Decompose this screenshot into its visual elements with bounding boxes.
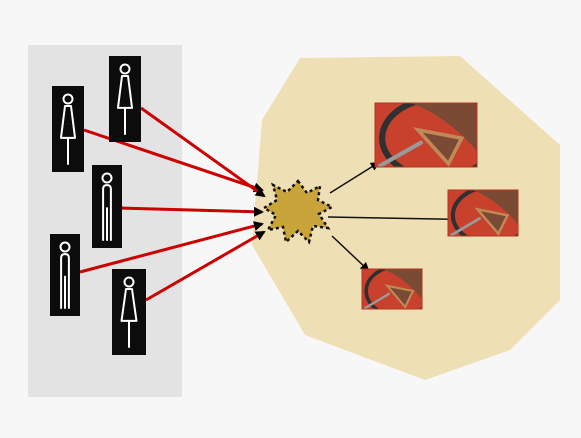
input-arrow-4 bbox=[79, 221, 264, 274]
output-3-thumbnail bbox=[361, 268, 423, 310]
person-1-card bbox=[52, 86, 84, 172]
male-icon bbox=[59, 241, 71, 309]
pie-slice-photo bbox=[375, 103, 477, 167]
pie-slice-photo bbox=[362, 269, 422, 309]
person-2-card bbox=[109, 56, 141, 142]
output-2-thumbnail bbox=[447, 189, 519, 237]
female-icon bbox=[120, 276, 138, 348]
female-icon bbox=[116, 63, 134, 135]
thumbnail-border bbox=[374, 102, 478, 168]
thumbnail-border bbox=[447, 189, 519, 237]
person-4-card bbox=[50, 234, 80, 316]
outputs-group bbox=[361, 102, 519, 310]
person-5-card bbox=[112, 269, 146, 355]
male-icon bbox=[101, 172, 113, 241]
input-arrow-3 bbox=[119, 206, 264, 217]
output-1-thumbnail bbox=[374, 102, 478, 168]
people-group bbox=[50, 56, 146, 355]
output-arrow-3 bbox=[331, 235, 370, 272]
pie-slice-photo bbox=[448, 190, 518, 236]
female-icon bbox=[59, 93, 77, 165]
core-burst bbox=[261, 179, 335, 245]
thumbnail-border bbox=[361, 268, 423, 310]
output-arrow-1 bbox=[329, 161, 380, 194]
person-3-card bbox=[92, 165, 122, 248]
input-arrow-5 bbox=[145, 230, 266, 302]
input-arrows bbox=[79, 106, 266, 302]
input-arrow-2 bbox=[140, 106, 266, 198]
